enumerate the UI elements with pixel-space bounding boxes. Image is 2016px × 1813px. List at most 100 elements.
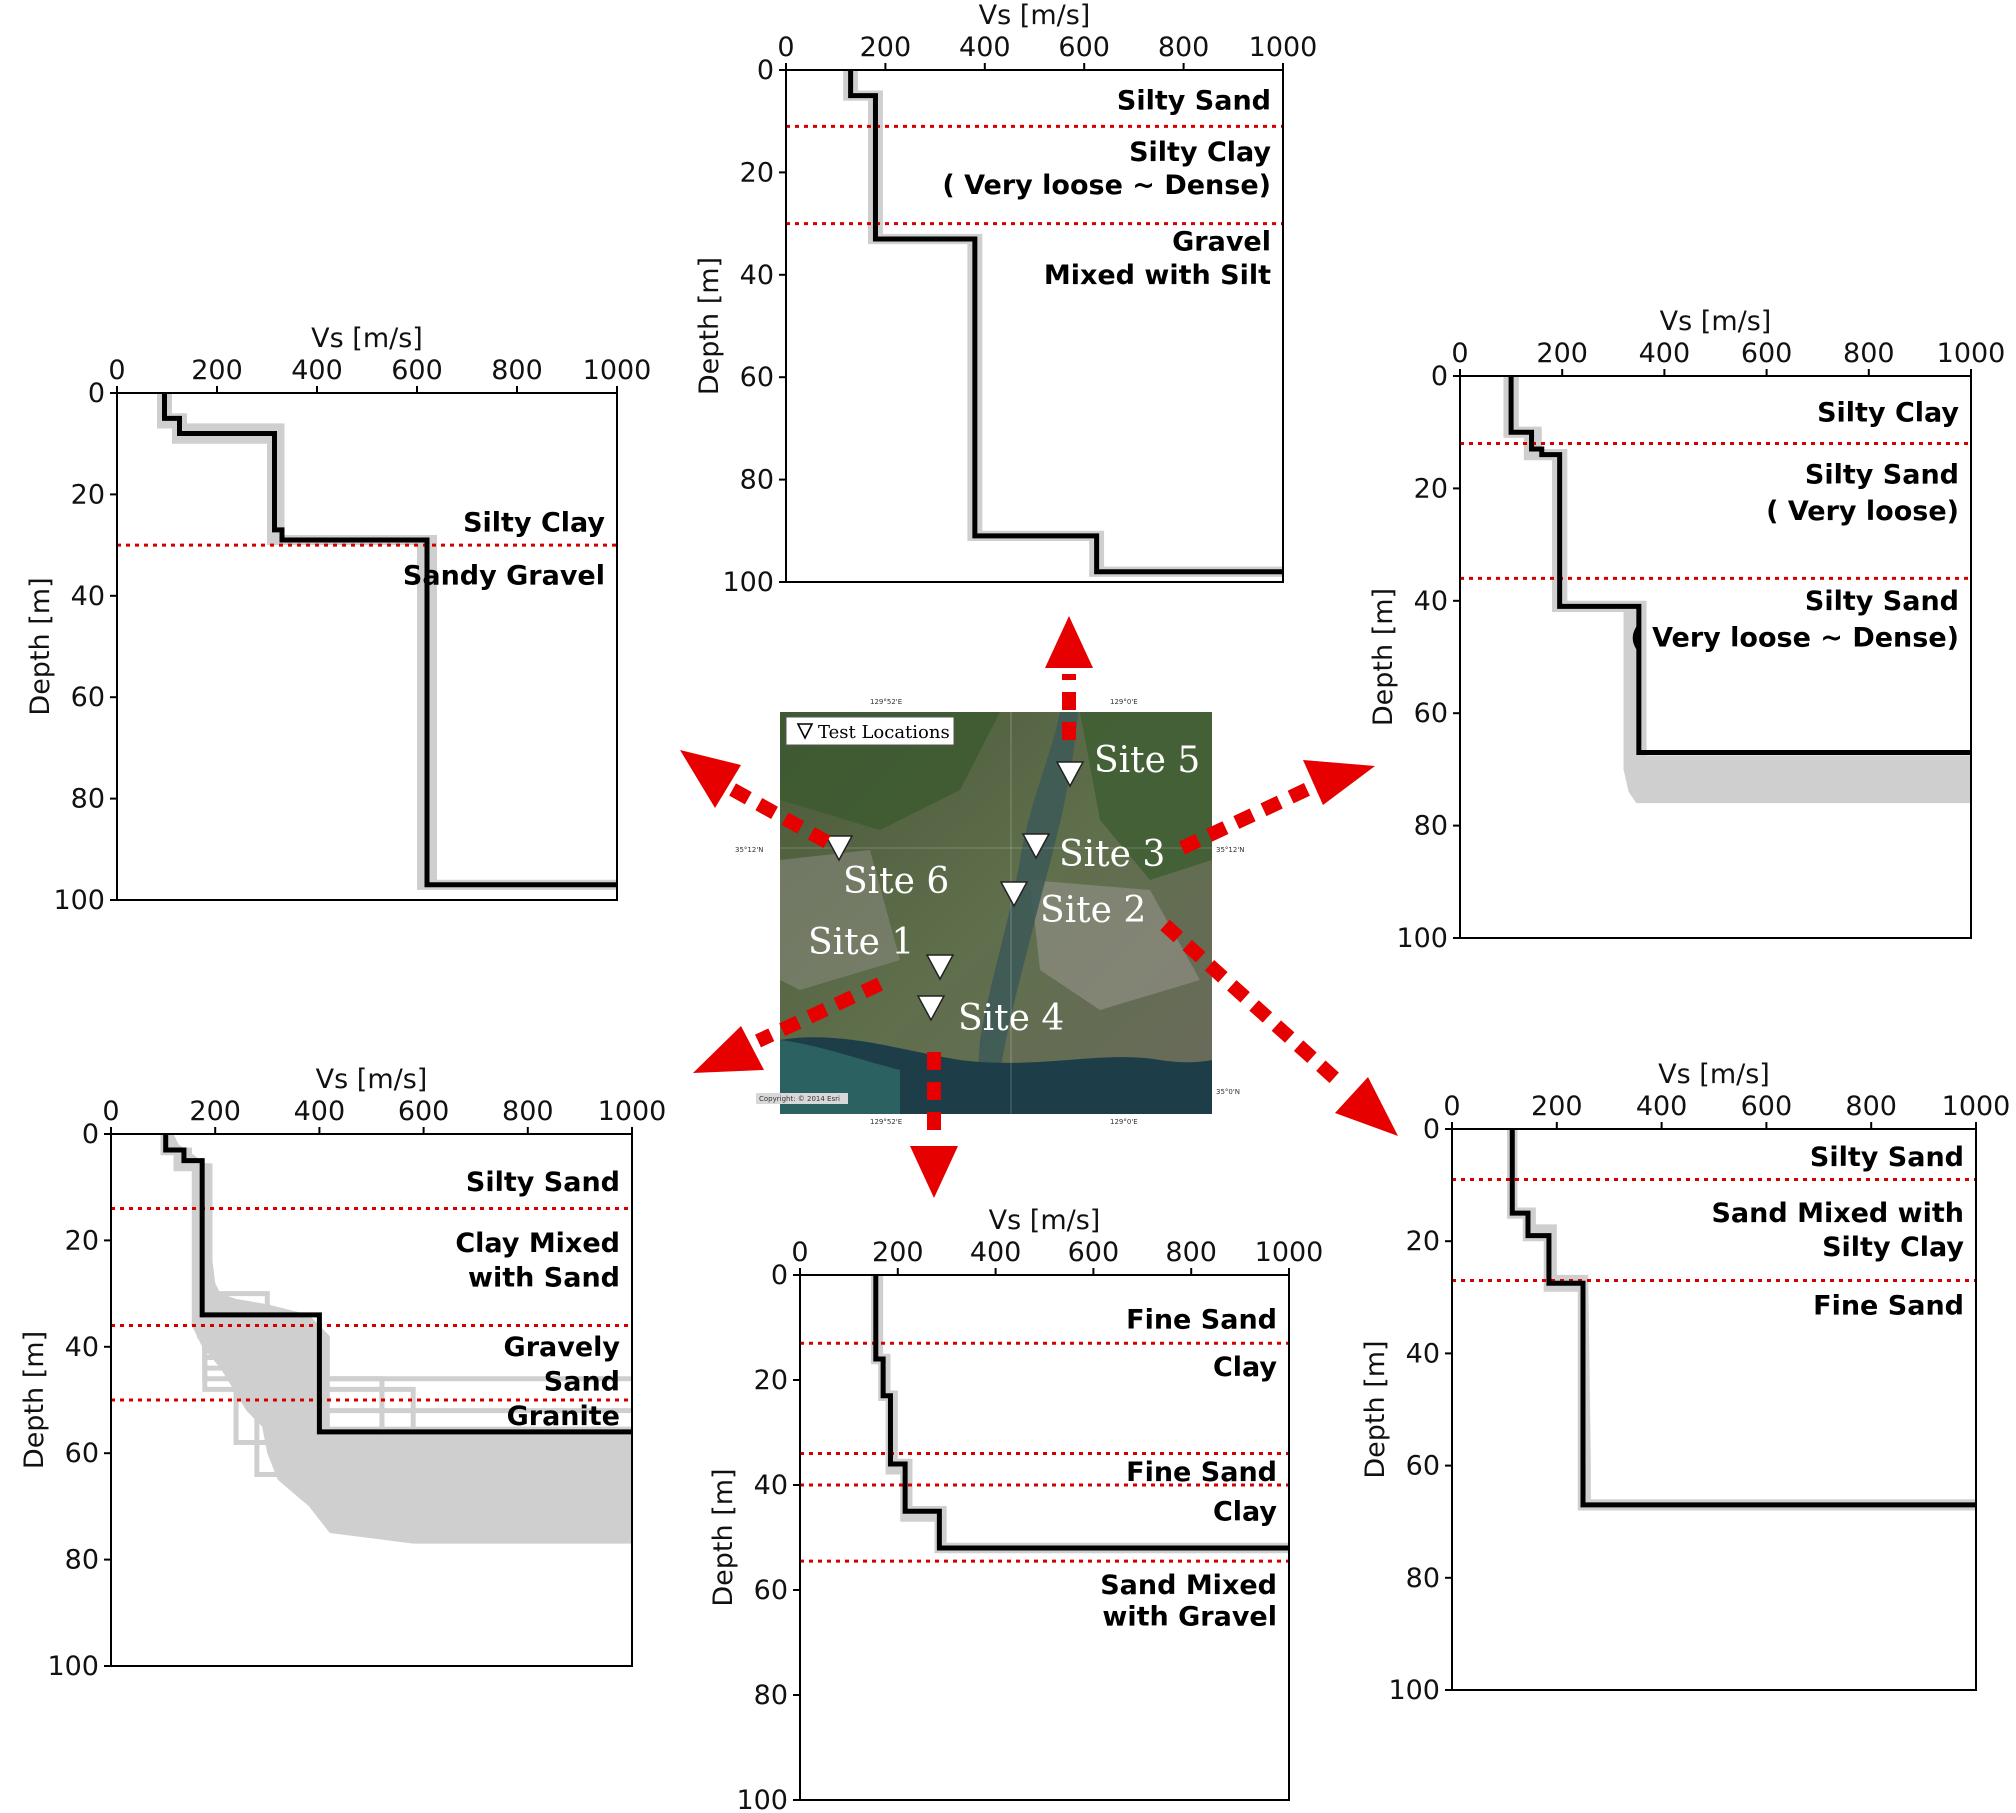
site3-ytick-label: 80 [1414, 811, 1448, 842]
site5-ytick-label: 60 [740, 362, 774, 393]
arrow-site1 [693, 977, 883, 1073]
site5-xtick-label: 0 [777, 32, 794, 63]
site1-layer-label: Sand [544, 1366, 620, 1397]
site-map: 129°52'E 129°0'E 35°12'N 35°12'N 35°0'N … [735, 698, 1244, 1126]
site1-layer-label: with Sand [468, 1263, 620, 1294]
arrow-site3 [1179, 760, 1375, 855]
site6-layer-label: Sandy Gravel [403, 561, 605, 592]
site1-xtick-label: 800 [502, 1096, 554, 1127]
coord-label: 35°12'N [735, 846, 763, 854]
site6-ytick-label: 20 [71, 479, 105, 510]
site6-vs-profile [162, 393, 617, 888]
site3-ytick-label: 100 [1396, 923, 1448, 954]
site2-ytick-label: 40 [1406, 1338, 1440, 1369]
site3-uncertainty-band [1503, 376, 1971, 804]
site6-xtick-label: 600 [391, 355, 443, 386]
site5-x-axis-label: Vs [m/s] [979, 0, 1091, 31]
site6-xtick-label: 0 [108, 355, 125, 386]
site1-xtick-label: 400 [294, 1096, 346, 1127]
site6-xtick-label: 1000 [583, 355, 652, 386]
site5-xtick-label: 800 [1158, 32, 1210, 63]
site4-layer-label: Fine Sand [1126, 1457, 1277, 1488]
site3-ytick-label: 20 [1414, 473, 1448, 504]
site5-layer-label: Mixed with Silt [1044, 260, 1271, 291]
site1-xtick-label: 600 [398, 1096, 450, 1127]
site5-ytick-label: 40 [740, 260, 774, 291]
coord-label: 129°52'E [870, 698, 902, 706]
map-forest-ne [1080, 712, 1212, 880]
site5-y-axis-label: Depth [m] [694, 257, 725, 395]
legend-triangle-icon [796, 723, 814, 740]
site2-vs-profile [1509, 1129, 1976, 1508]
site4-layer-label: Sand Mixed [1100, 1570, 1277, 1601]
site4-label: Site 4 [958, 998, 1064, 1039]
site3-layer-label: Silty Clay [1817, 398, 1959, 429]
copyright-box [756, 1093, 848, 1104]
site3-xtick-label: 200 [1536, 338, 1588, 369]
site3-xtick-label: 1000 [1937, 338, 2006, 369]
site6-xtick-label: 400 [291, 355, 343, 386]
arrow-site5 [1045, 616, 1093, 740]
site1-vs-profile [163, 1134, 632, 1435]
site5-xtick-label: 200 [860, 32, 912, 63]
site4-ytick-label: 0 [771, 1260, 788, 1291]
site1-ytick-label: 20 [65, 1225, 99, 1256]
connector-arrows [680, 616, 1398, 1198]
site2-ytick-label: 80 [1406, 1563, 1440, 1594]
site1-ytick-label: 100 [47, 1651, 99, 1682]
site5-xtick-label: 1000 [1249, 32, 1318, 63]
site5-xtick-label: 400 [959, 32, 1011, 63]
site3-vs-profile [1508, 376, 1971, 756]
site2-xtick-label: 600 [1741, 1091, 1793, 1122]
site2-marker-icon [999, 881, 1029, 908]
site2-axes-frame [1451, 1128, 1977, 1691]
coord-label: 35°12'N [1216, 846, 1244, 854]
site1-xtick-label: 1000 [598, 1096, 667, 1127]
site4-layer-label: Clay [1213, 1352, 1277, 1383]
site2-layer-label: Silty Sand [1810, 1142, 1964, 1173]
site5-ytick-label: 20 [740, 157, 774, 188]
site5-layer-label: Silty Clay [1129, 137, 1271, 168]
arrow-site6 [680, 750, 831, 849]
site4-layer-label: with Gravel [1102, 1601, 1277, 1632]
site3-xtick-label: 400 [1639, 338, 1691, 369]
site4-layer-label: Clay [1213, 1496, 1277, 1527]
site3-marker-icon [1021, 833, 1051, 860]
site5-ytick-label: 80 [740, 465, 774, 496]
site3-axes-frame [1459, 375, 1972, 939]
site2-y-axis-label: Depth [m] [1360, 1340, 1391, 1478]
coord-label: 35°0'N [1216, 1088, 1240, 1096]
site2-ytick-label: 0 [1423, 1114, 1440, 1145]
site4-xtick-label: 400 [970, 1237, 1022, 1268]
site4-vs-profile [873, 1275, 1289, 1551]
site1-ytick-label: 60 [65, 1438, 99, 1469]
site3-ytick-label: 60 [1414, 698, 1448, 729]
site3-layer-label: Silty Sand [1805, 586, 1959, 617]
site1-layer-label: Silty Sand [466, 1167, 620, 1198]
site6-xtick-label: 200 [191, 355, 243, 386]
site4-ytick-label: 40 [754, 1470, 788, 1501]
site6-axes-frame [116, 392, 618, 901]
site5-axes-frame [785, 69, 1284, 583]
site5-vs-profile [848, 70, 1283, 575]
arrow-site4 [910, 1052, 958, 1198]
site4-xtick-label: 0 [791, 1237, 808, 1268]
site1-layer-label: Clay Mixed [455, 1228, 620, 1259]
site5-ytick-label: 0 [757, 55, 774, 86]
site6-marker-icon [824, 835, 854, 862]
site6-ytick-label: 80 [71, 784, 105, 815]
site5-layer-label: ( Very loose ~ Dense) [942, 170, 1271, 201]
site2-ytick-label: 60 [1406, 1451, 1440, 1482]
site5-layer-label: Gravel [1172, 227, 1271, 258]
site3-xtick-label: 600 [1741, 338, 1793, 369]
site2-layer-label: Fine Sand [1813, 1291, 1964, 1322]
site4-ytick-label: 80 [754, 1680, 788, 1711]
site2-xtick-label: 1000 [1942, 1091, 2011, 1122]
